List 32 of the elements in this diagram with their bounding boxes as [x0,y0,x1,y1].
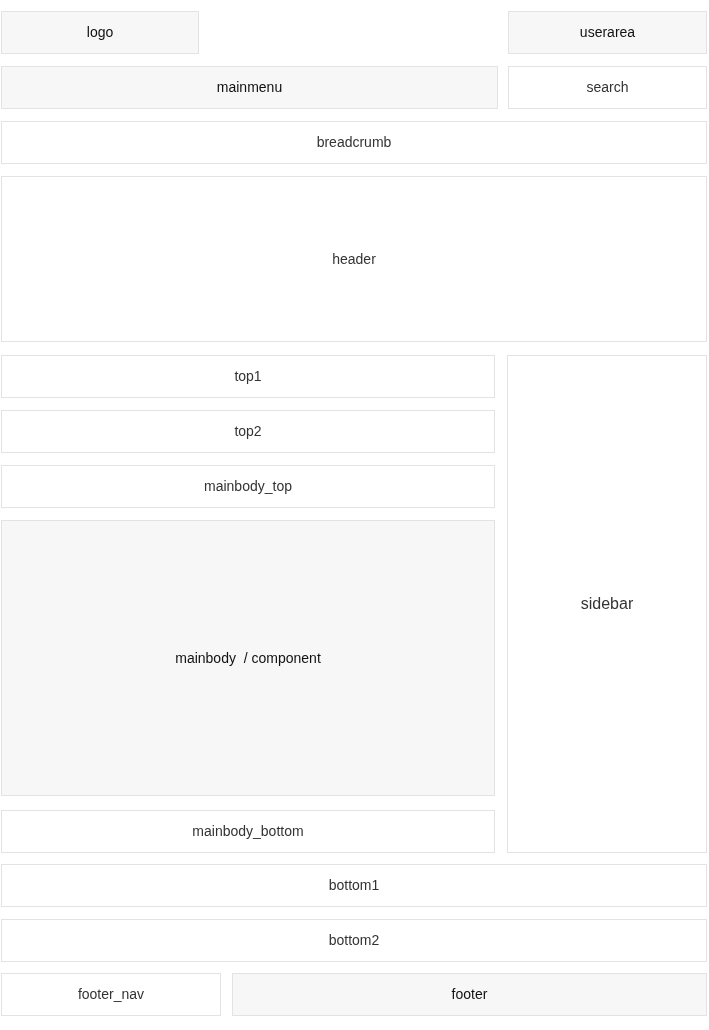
layout-region [1,973,221,1016]
layout-region [1,810,495,853]
layout-region [1,355,495,398]
region-label: bottom1 [328,877,380,894]
layout-region [1,864,707,907]
region-label: bottom2 [328,932,380,949]
layout-region [1,66,498,109]
region-label: search [586,79,629,96]
region-label: top2 [234,423,262,440]
layout-region [1,520,495,796]
layout-region [1,410,495,453]
region-label: top1 [234,368,262,385]
region-label: mainmenu [216,79,283,96]
region-label: footer [451,986,488,1003]
layout-region [1,121,707,164]
layout-region [508,11,707,54]
layout-region [507,355,707,853]
region-label: breadcrumb [316,134,392,151]
region-label: mainbody / component [175,649,321,667]
region-label: mainbody_bottom [192,823,304,840]
layout-region [232,973,707,1016]
layout-region [1,919,707,962]
region-label: userarea [579,24,636,41]
layout-region [508,66,707,109]
layout-region [1,11,199,54]
region-label: header [332,250,376,268]
region-label: sidebar [580,594,634,614]
region-label: logo [86,24,114,41]
region-label: footer_nav [77,986,145,1003]
layout-region [1,176,707,342]
layout-region [1,465,495,508]
region-label: mainbody_top [204,478,292,495]
